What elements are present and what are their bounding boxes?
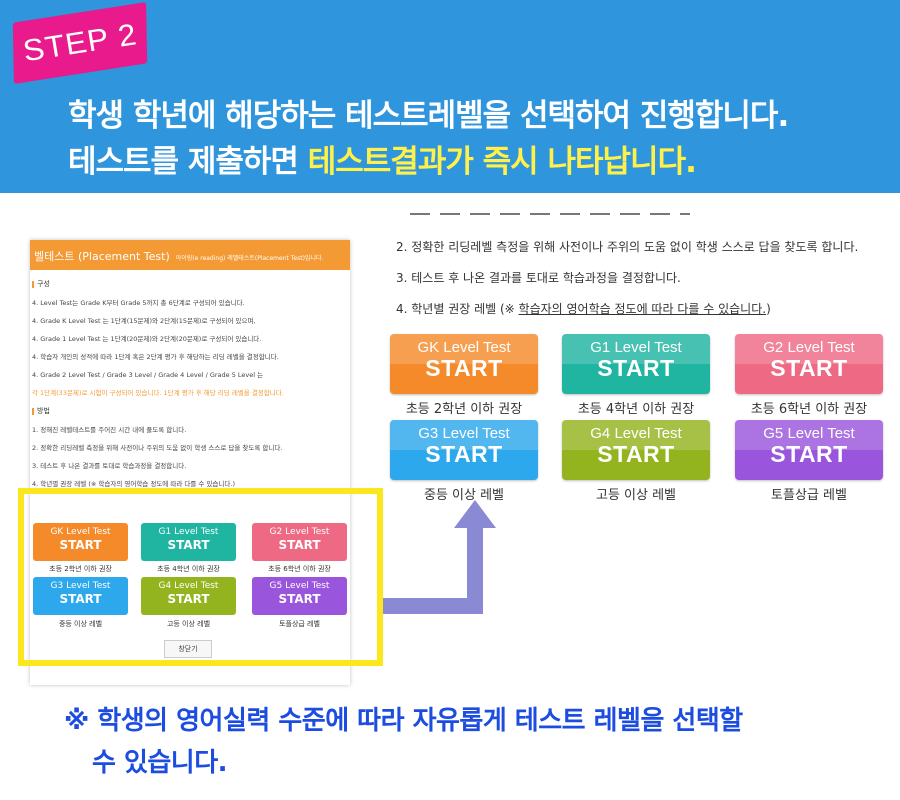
level-title: GK Level Test (417, 339, 511, 356)
popup-subtitle: 아이링(e reading) 레벨테스트(Placement Test)입니다. (175, 255, 324, 262)
popup-level-caption: 고등 이상 레벨 (166, 620, 211, 628)
level-caption: 초등 4학년 이하 권장 (577, 402, 695, 417)
headline-line2-highlight: 테스트결과가 즉시 나타납니다. (307, 144, 697, 180)
level-caption: 고등 이상 레벨 (595, 488, 677, 503)
level-title: G5 Level Test (763, 425, 855, 442)
level-start: START (278, 592, 321, 606)
level-start: START (425, 355, 503, 381)
placement-test-popup: 벨테스트 (Placement Test) 아이링(e reading) 레벨테스… (30, 240, 350, 685)
section-marker-icon (32, 407, 34, 415)
level-caption: 초등 2학년 이하 권장 (405, 402, 523, 417)
popup-level-caption: 중등 이상 레벨 (58, 620, 103, 628)
arrow-shaft-horizontal (383, 598, 483, 614)
level-start: START (770, 441, 848, 467)
level-title: G1 Level Test (590, 339, 682, 356)
level-start: START (59, 538, 102, 552)
instruction-line-4-suffix: ) (766, 302, 771, 316)
popup-section-label: 구성 (37, 280, 50, 288)
level-start: START (278, 538, 321, 552)
level-title: G2 Level Test (269, 527, 330, 537)
cut-off-text-line (410, 208, 690, 216)
footer-note-line1: ※ 학생의 영어실력 수준에 따라 자유롭게 테스트 레벨을 선택할 (64, 706, 743, 736)
popup-method-line: 3. 테스트 후 나온 결과를 토대로 학습과정을 결정합니다. (32, 462, 187, 470)
arrow-shaft-vertical (467, 525, 483, 614)
popup-section-method: 방법 (32, 406, 350, 416)
arrow-up-icon (454, 500, 496, 528)
popup-level-caption: 초등 6학년 이하 권장 (268, 565, 331, 573)
popup-method-line: 2. 정확한 리딩레벨 측정을 위해 사전이나 주위의 도움 없이 학생 스스로… (32, 444, 283, 452)
footer-note-line2: 수 있습니다. (92, 748, 228, 778)
level-caption: 초등 6학년 이하 권장 (750, 402, 868, 417)
popup-level-caption: 초등 4학년 이하 권장 (157, 565, 220, 573)
instruction-line-2: 2. 정확한 리딩레벨 측정을 위해 사전이나 주위의 도움 없이 학생 스스로… (396, 240, 859, 254)
popup-line: 4. Level Test는 Grade K부터 Grade 5까지 총 6단계… (32, 299, 245, 307)
level-start: START (425, 441, 503, 467)
popup-line: 4. Grade 2 Level Test / Grade 3 Level / … (32, 371, 264, 379)
level-start: START (770, 355, 848, 381)
step-label: STEP 2 (20, 16, 140, 69)
headline-line2-prefix: 테스트를 제출하면 (68, 144, 308, 180)
popup-section-label: 방법 (37, 407, 50, 415)
level-title: GK Level Test (50, 527, 111, 537)
popup-line: 4. 학습자 개인의 성적에 따라 1단계 혹은 2단계 평가 후 해당하는 리… (32, 353, 279, 361)
popup-title-bar: 벨테스트 (Placement Test) 아이링(e reading) 레벨테스… (30, 240, 350, 270)
level-start: START (597, 355, 675, 381)
level-title: G4 Level Test (590, 425, 682, 442)
highlight-frame (18, 488, 383, 666)
popup-line: 4. Grade 1 Level Test 는 1단계(20문제)와 2단계(2… (32, 335, 262, 343)
popup-level-caption: 토플상급 레벨 (279, 620, 320, 628)
instruction-line-4-prefix: 4. 학년별 권장 레벨 (※ (396, 302, 519, 316)
popup-level-caption: 초등 2학년 이하 권장 (49, 565, 112, 573)
popup-close-button[interactable]: 창닫기 (164, 640, 212, 658)
instruction-line-4: 4. 학년별 권장 레벨 (※ 학습자의 영어학습 정도에 따라 다를 수 있습… (396, 300, 771, 317)
level-title: G3 Level Test (418, 425, 510, 442)
level-title: G2 Level Test (763, 339, 855, 356)
instruction-line-3: 3. 테스트 후 나온 결과를 토대로 학습과정을 결정합니다. (396, 271, 681, 285)
popup-line: 각 1단계(33문제)로 시험이 구성되어 있습니다. 1단계 평가 후 해당 … (32, 389, 284, 397)
header-banner: STEP 2 학생 학년에 해당하는 테스트레벨을 선택하여 진행합니다. 테스… (0, 0, 900, 193)
level-start: START (59, 592, 102, 606)
level-title: G4 Level Test (158, 581, 219, 591)
popup-line: 4. Grade K Level Test 는 1단계(15문제)와 2단계(1… (32, 317, 256, 325)
popup-method-line: 1. 정해진 레벨테스트를 주어진 시간 내에 풀도록 합니다. (32, 426, 187, 434)
popup-section-composition: 구성 (32, 279, 350, 289)
level-title: G3 Level Test (50, 581, 111, 591)
level-title: G1 Level Test (158, 527, 219, 537)
popup-method-line: 4. 학년별 권장 레벨 (※ 학습자의 영어학습 정도에 따라 다를 수 있습… (32, 480, 235, 488)
level-start: START (597, 441, 675, 467)
level-title: G5 Level Test (269, 581, 330, 591)
headline-line2: 테스트를 제출하면 테스트결과가 즉시 나타납니다. (68, 136, 697, 181)
section-marker-icon (32, 280, 34, 288)
level-start: START (167, 538, 210, 552)
headline-line1: 학생 학년에 해당하는 테스트레벨을 선택하여 진행합니다. (68, 98, 789, 134)
instruction-line-4-underlined: 학습자의 영어학습 정도에 따라 다를 수 있습니다. (518, 302, 767, 316)
level-caption: 토플상급 레벨 (771, 488, 847, 503)
popup-title: 벨테스트 (Placement Test) (34, 250, 170, 263)
step-badge: STEP 2 (12, 2, 148, 84)
level-start: START (167, 592, 210, 606)
level-caption: 중등 이상 레벨 (423, 488, 505, 503)
